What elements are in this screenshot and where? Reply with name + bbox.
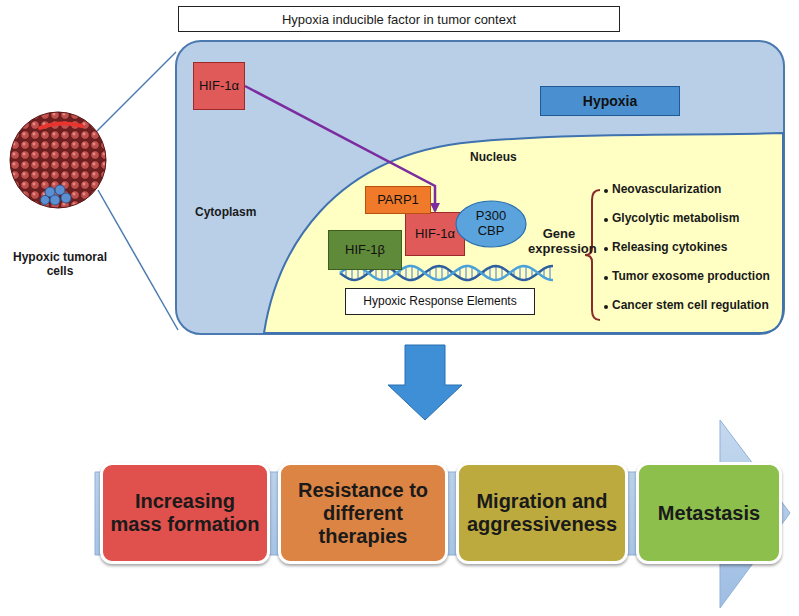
node-text: PARP1	[377, 193, 419, 208]
zoom-line	[98, 190, 178, 330]
node-text: Migration and aggressiveness	[463, 490, 621, 536]
node-text: HIF-1α	[199, 79, 239, 94]
process-box: PARP1	[365, 186, 431, 214]
dna-rung	[477, 270, 479, 275]
vessel	[40, 123, 82, 128]
dna-rung	[519, 267, 521, 280]
node-text: Resistance to different therapies	[285, 479, 441, 548]
dna-rung	[549, 266, 551, 280]
process-box: Hypoxia	[540, 86, 680, 116]
bullet-dot	[604, 189, 608, 193]
process-box: Hypoxic Response Elements	[345, 288, 535, 315]
title: Hypoxia inducible factor in tumor contex…	[282, 12, 516, 27]
region-label: Cytoplasm	[195, 205, 256, 219]
nucleus-region: NucleusPARP1P300 CBP HIF-1αHIF-1βHypoxic …	[262, 130, 785, 335]
node-text: Metastasis	[658, 502, 760, 525]
dna-rung	[441, 266, 443, 279]
dna-rung	[507, 272, 509, 275]
node-text: P300 CBP	[471, 209, 511, 239]
process-box: Increasing mass formation	[100, 462, 270, 564]
process-box: HIF-1β	[328, 230, 402, 270]
progress-arrow	[95, 420, 790, 608]
bullet-dot	[604, 218, 608, 222]
dna-rung	[369, 272, 371, 275]
bullet-item: Releasing cytokines	[612, 240, 727, 254]
process-box: Resistance to different therapies	[278, 462, 448, 564]
cell-region: CytoplasmHypoxiaHIF-1αNucleusPARP1P300 C…	[175, 40, 785, 335]
bullet-dot	[604, 305, 608, 309]
dna-rung	[531, 269, 533, 278]
dna-rung	[465, 266, 467, 280]
nucleus-membrane	[264, 133, 783, 333]
dna-rung	[525, 266, 527, 280]
bullet-item: Tumor exosome production	[612, 269, 770, 283]
dna-rung	[405, 267, 407, 279]
translocation-arrow	[245, 86, 435, 211]
region-label: Nucleus	[470, 150, 517, 164]
dna-rung	[471, 267, 473, 279]
process-box: HIF-1α	[193, 62, 245, 110]
bullet-dot	[604, 247, 608, 251]
dna-rung	[417, 268, 419, 278]
bullet-item: Cancer stem cell regulation	[612, 298, 769, 312]
tumor-mass	[10, 112, 106, 208]
node-text: Increasing mass formation	[107, 490, 263, 536]
cell-membrane	[176, 41, 784, 334]
dna-rung	[459, 268, 461, 278]
dna-rung	[453, 272, 455, 273]
zoom-line	[96, 52, 176, 132]
dna-rung	[495, 266, 497, 280]
dna-rung	[543, 269, 545, 278]
process-box: HIF-1α	[405, 212, 465, 256]
dna-rung	[411, 266, 413, 280]
annotation: Hypoxic tumoral cells	[8, 250, 112, 278]
bullet-item: Neovascularization	[612, 182, 721, 196]
process-box: Metastasis	[636, 462, 782, 564]
bullet-item: Glycolytic metabolism	[612, 211, 739, 225]
dna-rung	[429, 269, 431, 277]
dna-rung	[489, 267, 491, 278]
node-text: Hypoxia	[583, 93, 637, 109]
bullet-dot	[604, 276, 608, 280]
ellipse-node: P300 CBP	[455, 200, 527, 248]
title-box: Hypoxia inducible factor in tumor contex…	[178, 6, 620, 32]
annotation: Gene expression	[528, 226, 590, 256]
node-text: Hypoxic Response Elements	[363, 295, 516, 309]
dna-rung	[399, 270, 401, 275]
process-box: Migration and aggressiveness	[456, 462, 628, 564]
dna-rung	[435, 266, 437, 279]
dna-rung	[447, 269, 449, 277]
hypoxic-cells	[41, 185, 72, 205]
down-arrow	[388, 345, 462, 420]
dna-rung	[513, 270, 515, 277]
dna-rung	[501, 268, 503, 279]
ellipse-shape	[456, 201, 526, 247]
dna-rung	[363, 270, 365, 276]
dna-rung	[423, 272, 425, 273]
node-text: HIF-1β	[345, 243, 385, 258]
node-text: HIF-1α	[415, 227, 455, 242]
dna-rung	[483, 271, 485, 275]
dna-rung	[537, 272, 539, 274]
dna-rung	[393, 271, 395, 275]
